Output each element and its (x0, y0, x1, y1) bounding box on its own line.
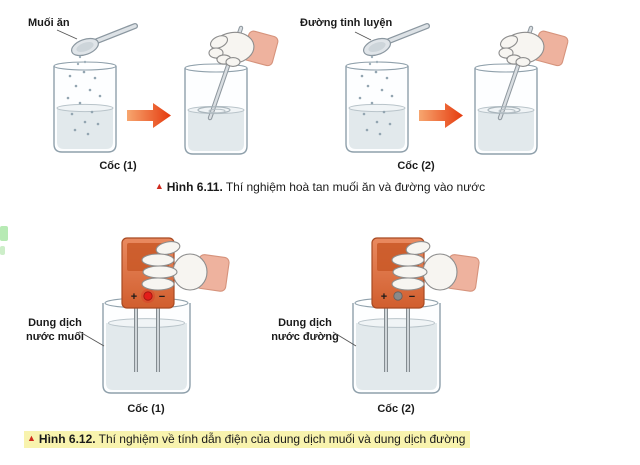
beaker-sugar-solution (352, 297, 441, 394)
gloved-hand-stirring (498, 30, 569, 67)
electrodes (134, 306, 160, 372)
caption-triangle-icon: ▲ (27, 433, 36, 443)
salt-label: Muối ăn (28, 17, 70, 29)
caption-highlight: ▲Hình 6.12.Thí nghiệm về tính dẫn điện c… (24, 431, 471, 448)
beaker-cup1 (53, 61, 117, 153)
led-indicator-on (143, 291, 153, 301)
electrodes (384, 306, 410, 372)
figure-6-11-caption: ▲Hình 6.11.Thí nghiệm hoà tan muối ăn và… (0, 178, 640, 195)
arrow-right-icon (419, 103, 463, 128)
gloved-hand-stirring (208, 30, 279, 67)
sugar-solution-leader-line (332, 331, 357, 347)
salt-leader-line (56, 29, 78, 40)
caption-triangle-icon: ▲ (154, 181, 164, 191)
sugar-grains (358, 70, 394, 136)
beaker-cup2 (345, 61, 409, 153)
highlight-artifact (0, 246, 5, 255)
gloved-hand-holding-tester (141, 241, 230, 292)
plus-terminal: + (381, 291, 387, 303)
salt-solution-label-line1: Dung dịch (28, 317, 82, 329)
sugar-solution-label-line2: nước đường (271, 331, 339, 343)
salt-solution-label-line2: nước muối (26, 331, 84, 343)
beaker-salt-solution (102, 297, 191, 394)
highlight-artifact (0, 226, 8, 241)
cup1-label: Cốc (1) (127, 403, 165, 415)
plus-terminal: + (131, 291, 137, 303)
figure-6-12-illustration: + − Dung dịch nước muối Cốc (1) (26, 237, 480, 415)
beaker-stirred-cup2 (474, 63, 538, 155)
caption-number: Hình 6.12. (38, 432, 96, 446)
figure-6-12-caption: ▲Hình 6.12.Thí nghiệm về tính dẫn điện c… (24, 430, 640, 448)
caption-text: Thí nghiệm hoà tan muối ăn và đường vào … (225, 180, 486, 194)
salt-grains (66, 70, 102, 136)
salt-solution-leader-line (79, 331, 105, 347)
spoon-icon (362, 23, 430, 66)
minus-terminal: − (159, 291, 165, 303)
cup2-label: Cốc (2) (377, 403, 415, 415)
caption-text: Thí nghiệm về tính dẫn điện của dung dịc… (98, 432, 466, 446)
sugar-leader-line (354, 31, 372, 41)
caption-number: Hình 6.11. (166, 180, 223, 194)
sugar-solution-label-line1: Dung dịch (278, 317, 332, 329)
minus-terminal: − (409, 291, 415, 303)
led-indicator-off (393, 291, 403, 301)
arrow-right-icon (127, 103, 171, 128)
sugar-label: Đường tinh luyện (300, 17, 392, 29)
beaker-stirred-cup1 (184, 63, 248, 155)
gloved-hand-holding-tester (391, 241, 480, 292)
cup2-label: Cốc (2) (397, 160, 435, 172)
cup1-label: Cốc (1) (99, 160, 137, 172)
figure-6-11-illustration: Muối ăn (28, 17, 569, 172)
spoon-icon (70, 23, 138, 66)
